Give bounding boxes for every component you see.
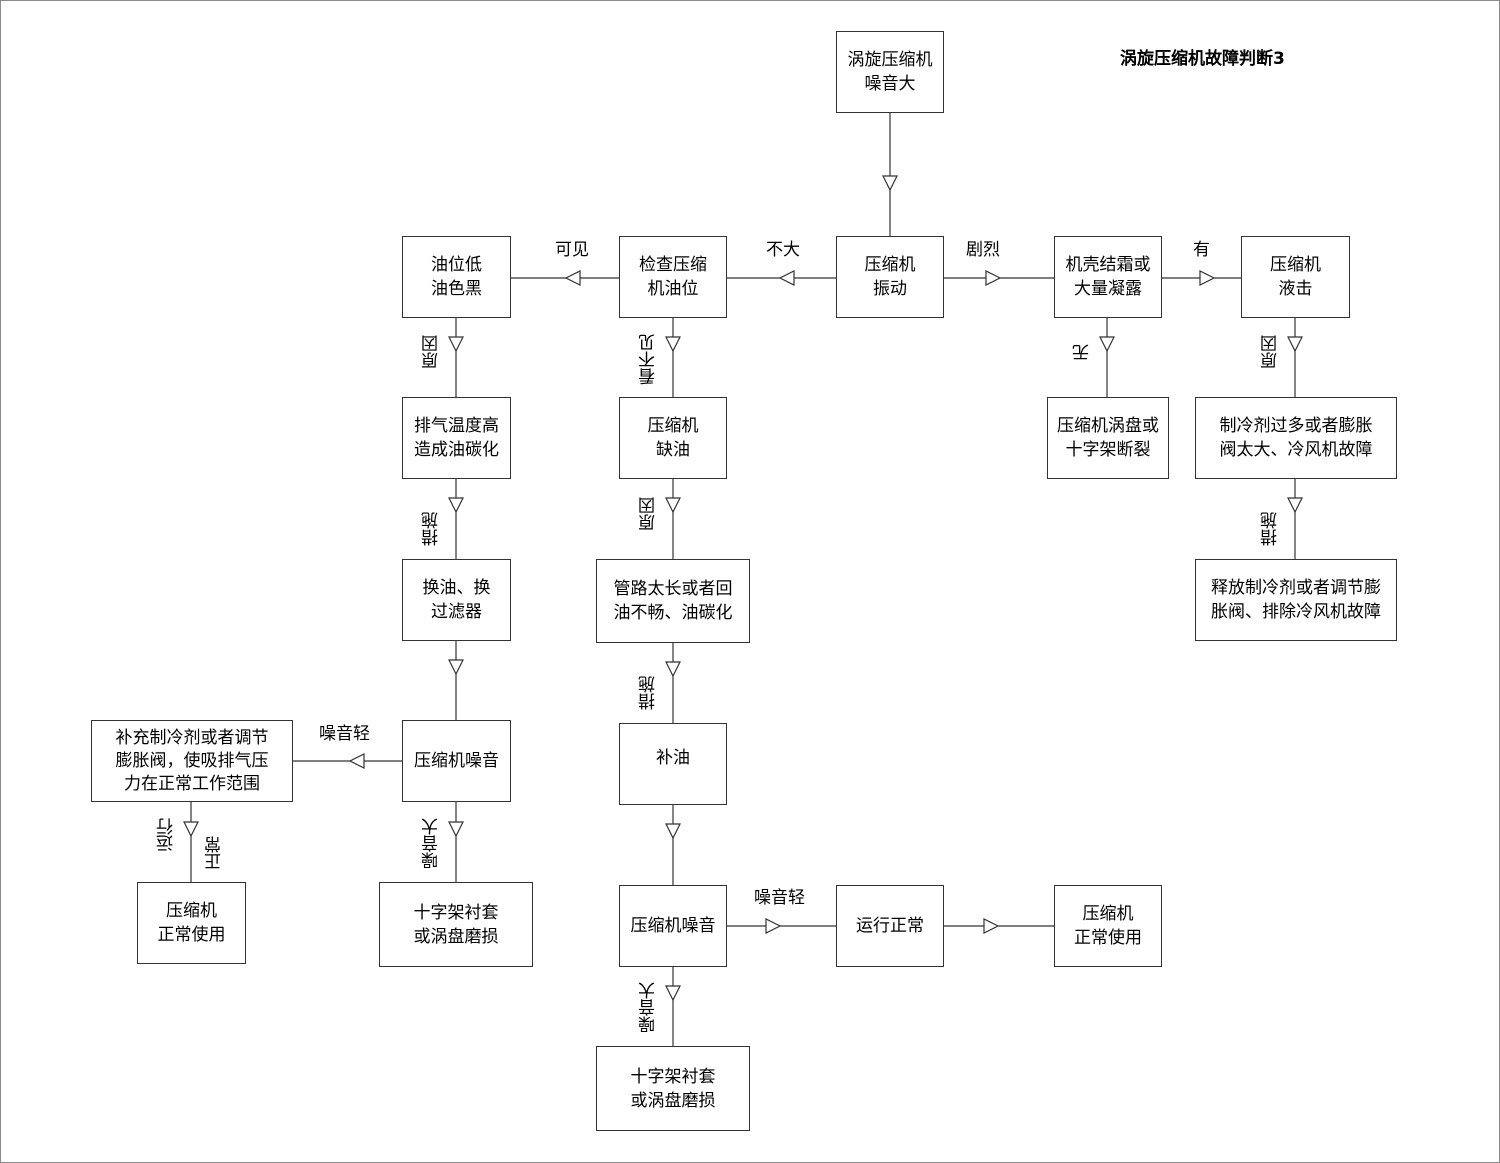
label-visible: 可见	[555, 240, 589, 260]
node-run-normal: 运行正常	[836, 885, 944, 967]
node-release-refrigerant: 释放制冷剂或者调节膨 胀阀、排除冷风机故障	[1195, 559, 1397, 641]
label-cause-left: 原因	[422, 335, 442, 369]
label-cause-right: 原因	[1261, 335, 1281, 369]
label-noise-big-left: 噪音大	[422, 818, 442, 869]
node-refill-refrigerant: 补充制冷剂或者调节 膨胀阀，使吸排气压 力在正常工作范围	[91, 720, 293, 802]
label-measure-right: 措施	[1261, 512, 1281, 546]
arrow-right-icon	[983, 918, 1000, 934]
node-frost: 机壳结霜或 大量凝露	[1054, 236, 1162, 318]
label-measure-mid: 措施	[639, 676, 659, 710]
arrow-down-icon	[665, 497, 681, 514]
arrow-down-icon	[1287, 497, 1303, 514]
node-vibration: 压缩机 振动	[836, 236, 944, 318]
node-exhaust-temp: 排气温度高 造成油碳化	[402, 397, 511, 479]
label-measure-left: 措施	[422, 512, 442, 546]
node-comp-noise-mid: 压缩机噪音	[619, 885, 727, 967]
arrow-right-icon	[1199, 270, 1216, 286]
node-pipe-long: 管路太长或者回 油不畅、油碳化	[596, 559, 750, 643]
node-liquid-hammer: 压缩机 液击	[1241, 236, 1350, 318]
arrow-down-icon	[882, 175, 898, 192]
diagram-title: 涡旋压缩机故障判断3	[1120, 49, 1285, 69]
label-cause-mid: 原因	[639, 497, 659, 531]
node-normal-use-right: 压缩机 正常使用	[1054, 885, 1162, 967]
arrow-down-icon	[1287, 336, 1303, 353]
arrow-down-icon	[665, 661, 681, 678]
arrow-down-icon	[183, 821, 199, 838]
label-has: 有	[1193, 240, 1210, 260]
node-scroll-crack: 压缩机涡盘或 十字架断裂	[1047, 397, 1169, 479]
node-cross-wear-left: 十字架衬套 或涡盘磨损	[379, 882, 533, 967]
label-none: 无	[1073, 344, 1093, 361]
node-normal-use-left: 压缩机 正常使用	[137, 882, 246, 964]
label-noise-big-mid: 噪音大	[639, 982, 659, 1033]
arrow-down-icon	[665, 336, 681, 353]
arrow-down-icon	[665, 823, 681, 840]
arrow-down-icon	[448, 659, 464, 676]
arrow-left-icon	[778, 270, 795, 286]
label-normal: 正常	[205, 836, 225, 870]
arrow-down-icon	[448, 821, 464, 838]
node-add-oil: 补油	[619, 723, 727, 805]
label-noise-light-left: 噪音轻	[319, 724, 370, 744]
node-lack-oil: 压缩机 缺油	[619, 397, 727, 479]
arrow-down-icon	[448, 497, 464, 514]
node-change-oil: 换油、换 过滤器	[402, 559, 511, 641]
node-check-oil: 检查压缩 机油位	[619, 236, 727, 318]
arrow-right-icon	[765, 918, 782, 934]
arrow-down-icon	[665, 985, 681, 1002]
label-running: 运行	[157, 818, 177, 852]
label-noise-light-mid: 噪音轻	[754, 888, 805, 908]
label-not-big: 不大	[766, 240, 800, 260]
node-too-much-refrigerant: 制冷剂过多或者膨胀 阀太大、冷风机故障	[1195, 397, 1397, 479]
arrow-down-icon	[448, 336, 464, 353]
arrow-right-icon	[985, 270, 1002, 286]
node-noise-big: 涡旋压缩机 噪音大	[836, 31, 944, 113]
node-comp-noise-left: 压缩机噪音	[402, 720, 511, 802]
label-invisible: 看不见	[639, 334, 659, 385]
arrow-down-icon	[1099, 336, 1115, 353]
node-oil-low: 油位低 油色黑	[402, 236, 511, 318]
node-cross-wear-bottom: 十字架衬套 或涡盘磨损	[596, 1046, 750, 1131]
arrow-left-icon	[348, 753, 365, 769]
label-severe: 剧烈	[966, 240, 1000, 260]
arrow-left-icon	[564, 270, 581, 286]
